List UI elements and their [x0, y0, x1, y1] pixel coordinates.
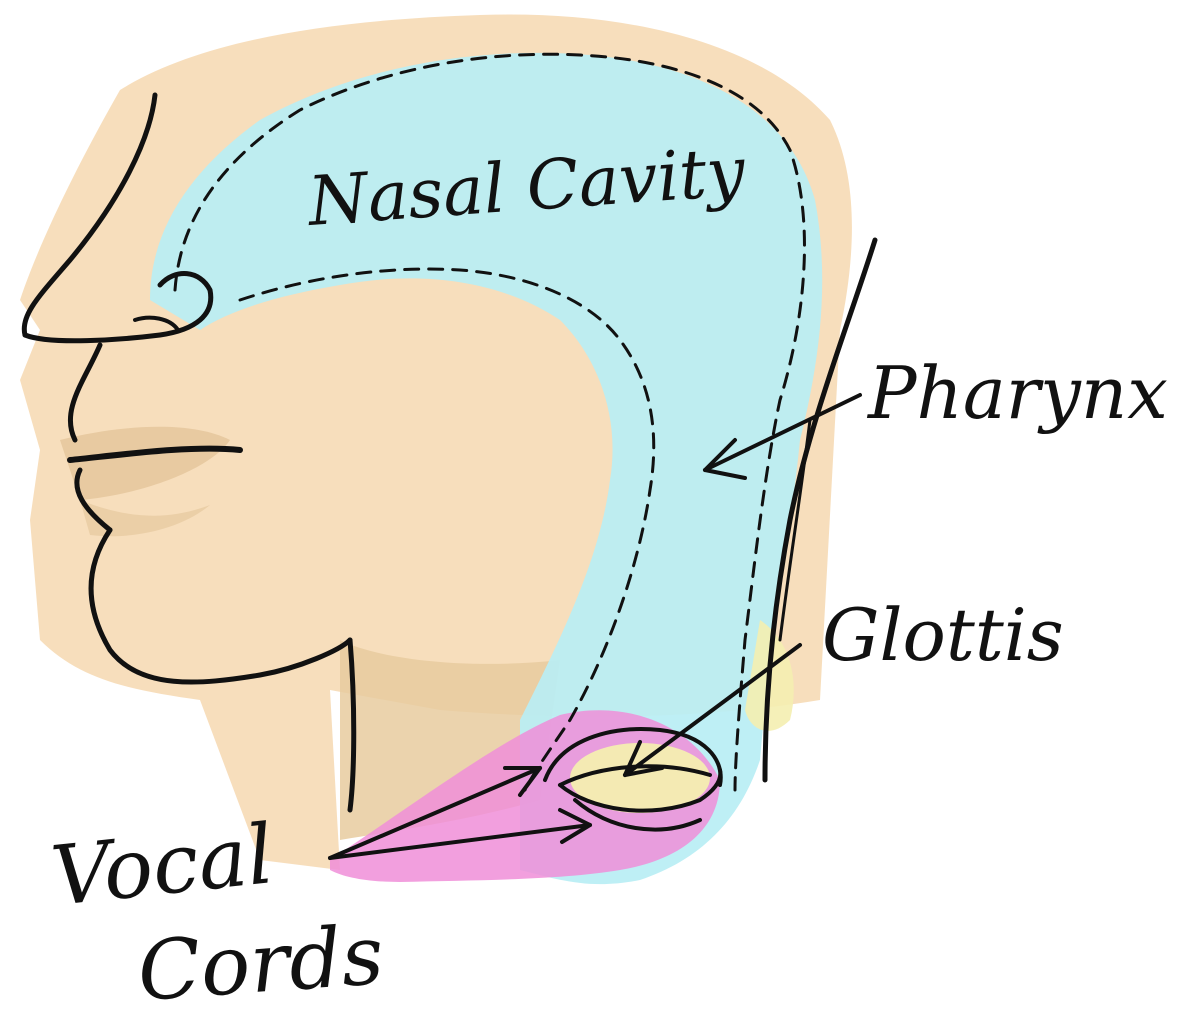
label-cords: Cords	[135, 908, 387, 1020]
label-pharynx: Pharynx	[866, 351, 1168, 435]
label-vocal: Vocal	[47, 807, 278, 925]
label-glottis: Glottis	[822, 593, 1064, 677]
